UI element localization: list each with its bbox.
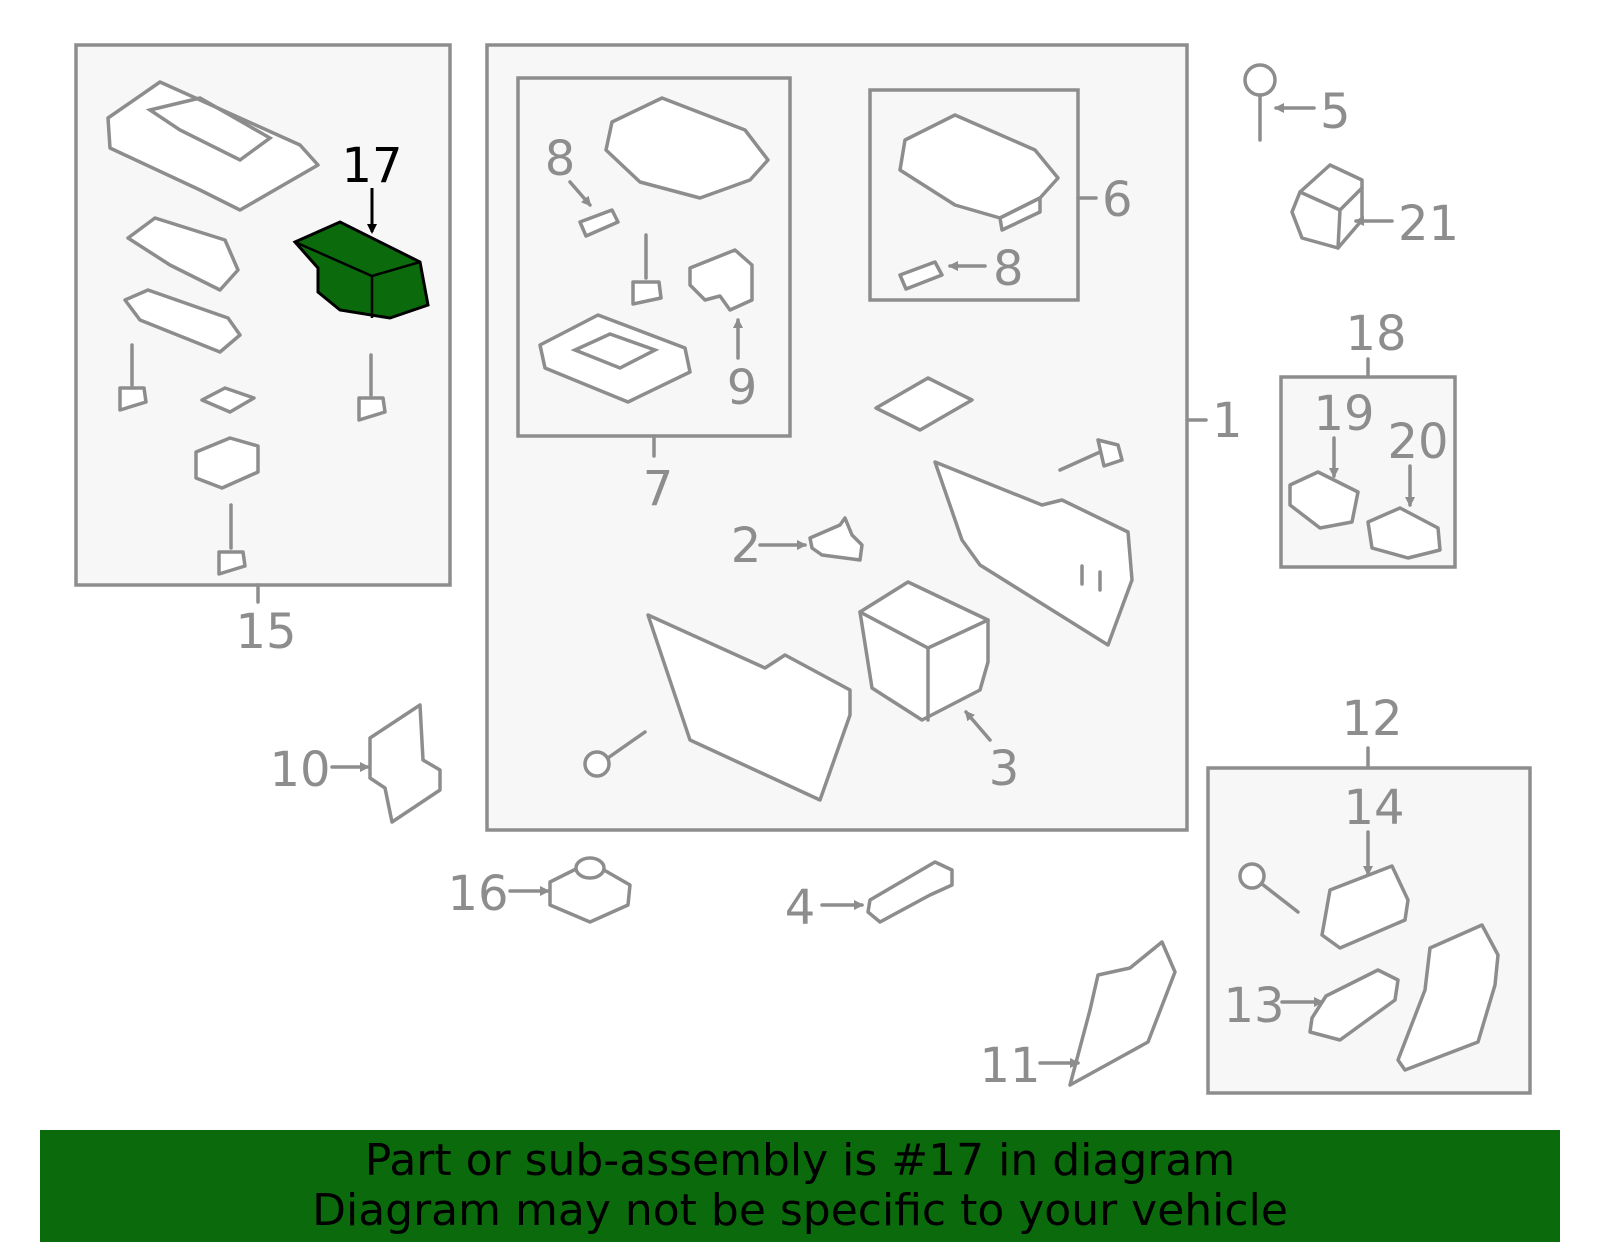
- bracket-13: [1308, 968, 1400, 1042]
- callout-12: 12: [1341, 691, 1402, 747]
- pad: [874, 376, 974, 432]
- bolt-bottom: [217, 503, 247, 576]
- group-box-6: 6 8: [868, 88, 1133, 302]
- callout-13: 13: [1223, 978, 1284, 1034]
- trim-14: [1320, 864, 1410, 950]
- callout-17: 17: [341, 138, 402, 194]
- clip-2: [808, 516, 864, 562]
- group-box-12: 12 14 13: [1206, 691, 1532, 1095]
- knob-16: 16: [447, 856, 632, 924]
- cap-20: [1366, 506, 1442, 560]
- callout-3: 3: [989, 741, 1020, 797]
- screw-5: 5: [1243, 63, 1351, 142]
- callout-2: 2: [731, 518, 762, 574]
- callout-4: 4: [785, 880, 816, 936]
- bolt-right: [357, 353, 387, 422]
- screw-front: [583, 730, 647, 778]
- storage-bin-3: [858, 580, 990, 722]
- callout-10: 10: [269, 742, 330, 798]
- callout-9: 9: [727, 360, 758, 416]
- info-banner: Part or sub-assembly is #17 in diagram D…: [40, 1130, 1560, 1242]
- trim-panel-12: [1396, 923, 1500, 1072]
- callout-20: 20: [1387, 414, 1448, 470]
- bracket-10: 10: [269, 703, 442, 824]
- callout-14: 14: [1343, 780, 1404, 836]
- trim-piece-upper: [126, 216, 240, 292]
- callout-19: 19: [1313, 386, 1374, 442]
- bolt-12: [1238, 862, 1300, 914]
- bracket-4: 4: [785, 860, 954, 936]
- pin-8b: [898, 260, 944, 291]
- panel-11: 11: [979, 940, 1177, 1094]
- callout-6: 6: [1102, 172, 1133, 228]
- cup-insert: [194, 436, 260, 490]
- banner-line-2: Diagram may not be specific to your vehi…: [312, 1185, 1288, 1236]
- callout-15: 15: [235, 604, 296, 660]
- callout-16: 16: [447, 866, 508, 922]
- callout-8a: 8: [545, 131, 576, 187]
- callout-7: 7: [643, 461, 674, 517]
- lid-base: [538, 313, 692, 404]
- hinge-9: [688, 248, 754, 312]
- callout-1: 1: [1212, 393, 1243, 449]
- clip: [200, 386, 256, 414]
- bolt-left-1: [118, 343, 148, 412]
- group-box-18: 18 19 20: [1279, 306, 1457, 569]
- callout-8b: 8: [993, 241, 1024, 297]
- socket-19: [1288, 470, 1360, 530]
- trim-piece-lower: [123, 288, 242, 354]
- callout-11: 11: [979, 1038, 1040, 1094]
- bolt-center: [1058, 438, 1124, 472]
- screw-7: [631, 233, 663, 306]
- switch-21: 21: [1290, 163, 1459, 252]
- front-panel: [646, 613, 852, 802]
- group-box-7: 7 8 9: [516, 76, 792, 517]
- callout-18: 18: [1345, 306, 1406, 362]
- callout-21: 21: [1398, 196, 1459, 252]
- side-panel: [933, 460, 1134, 647]
- group-box-15: 17 15: [74, 43, 452, 660]
- callout-5: 5: [1320, 84, 1351, 140]
- pin-8a: [578, 208, 620, 238]
- armrest-lid-7: [604, 96, 770, 200]
- banner-line-1: Part or sub-assembly is #17 in diagram: [364, 1135, 1236, 1186]
- part-17-highlighted[interactable]: [292, 220, 430, 320]
- group-box-1: 1 7 8 9 6: [485, 43, 1243, 832]
